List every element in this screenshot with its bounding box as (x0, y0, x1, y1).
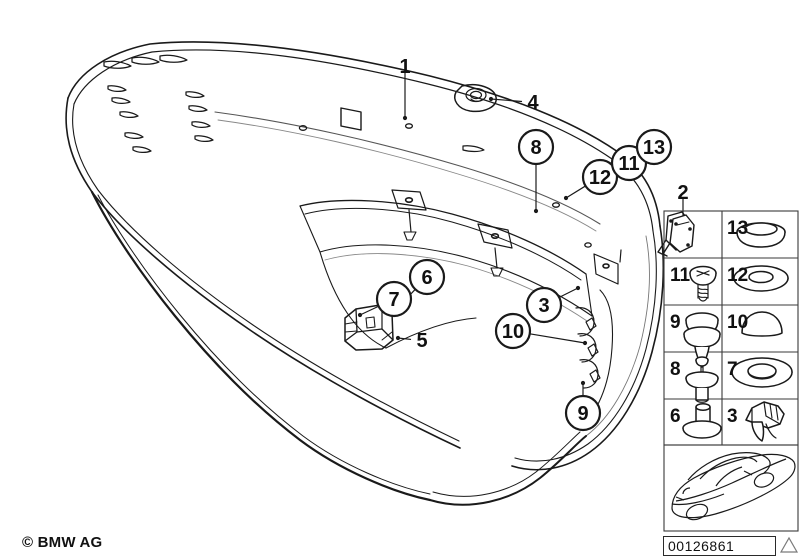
legend-number-3: 3 (727, 406, 738, 427)
callout-9: 9 (564, 380, 602, 432)
leader-endpoint (395, 335, 401, 341)
leader-line (490, 98, 523, 103)
callout-balloon (375, 280, 413, 318)
leader-endpoint (580, 380, 586, 386)
rubber-plug-icon (683, 312, 721, 368)
legend-number-11: 11 (670, 265, 691, 286)
leader-line (359, 305, 379, 316)
retaining-clip-icon (745, 401, 785, 442)
callout-5: 5 (395, 330, 428, 352)
dome-cap-icon (741, 311, 783, 337)
leader-endpoint (402, 115, 408, 121)
callout-10: 10 (494, 312, 588, 350)
leader-endpoint (357, 312, 363, 318)
rivet-icon (685, 356, 719, 403)
leader-line (529, 333, 586, 344)
callout-balloon (635, 128, 673, 166)
callout-1: 1 (399, 56, 411, 121)
callout-number: 7 (388, 289, 399, 311)
leader-line (565, 185, 586, 199)
leader-endpoint (563, 195, 569, 201)
callout-number: 10 (502, 321, 524, 343)
callout-balloon (408, 258, 446, 296)
legend-number-9: 9 (670, 312, 681, 333)
callout-number: 9 (577, 403, 588, 425)
callout-8: 8 (517, 128, 555, 214)
legend-number-13: 13 (727, 218, 748, 239)
callout-balloon (581, 158, 619, 196)
callout-number: 1 (399, 56, 410, 78)
legend-number-10: 10 (727, 312, 748, 333)
callout-balloon (517, 128, 555, 166)
callout-12: 12 (563, 158, 619, 201)
legend-number-8: 8 (670, 359, 681, 380)
triangle-marker-icon (779, 536, 799, 553)
leader-line (558, 287, 579, 298)
callout-number: 8 (530, 137, 541, 159)
callout-number: 12 (589, 167, 611, 189)
part-number-text: 00126861 (668, 538, 735, 554)
callout-balloon (525, 286, 563, 324)
grommet-ring-icon (733, 265, 789, 292)
callout-3: 3 (525, 285, 581, 324)
callout-7: 7 (357, 280, 413, 318)
leader-endpoint (488, 96, 494, 102)
leader-endpoint (533, 208, 539, 214)
callout-number: 5 (416, 330, 427, 352)
callout-balloon (564, 394, 602, 432)
cap-plug-icon (736, 222, 786, 248)
part-number-box (663, 536, 776, 556)
callout-4: 4 (488, 92, 539, 114)
callout-number: 4 (527, 92, 539, 114)
legend-number-6: 6 (670, 406, 681, 427)
callout-number: 6 (421, 267, 432, 289)
callout-13: 13 (635, 128, 673, 166)
legend-number-7: 7 (727, 359, 738, 380)
copyright-notice: © BMW AG (22, 534, 103, 551)
leader-endpoint (582, 340, 588, 346)
expansion-nut-icon (682, 403, 722, 439)
leader-endpoint (575, 285, 581, 291)
callout-number: 2 (677, 182, 688, 204)
sedan-car-icon (671, 452, 796, 521)
callout-number: 13 (643, 137, 665, 159)
callout-number: 3 (538, 295, 549, 317)
screw-icon (689, 265, 717, 302)
callout-11: 11 (610, 144, 648, 182)
legend-number-12: 12 (727, 265, 748, 286)
flat-washer-icon (731, 357, 793, 388)
leader-line (397, 337, 412, 341)
callout-balloon (494, 312, 532, 350)
callout-number: 11 (618, 153, 639, 175)
